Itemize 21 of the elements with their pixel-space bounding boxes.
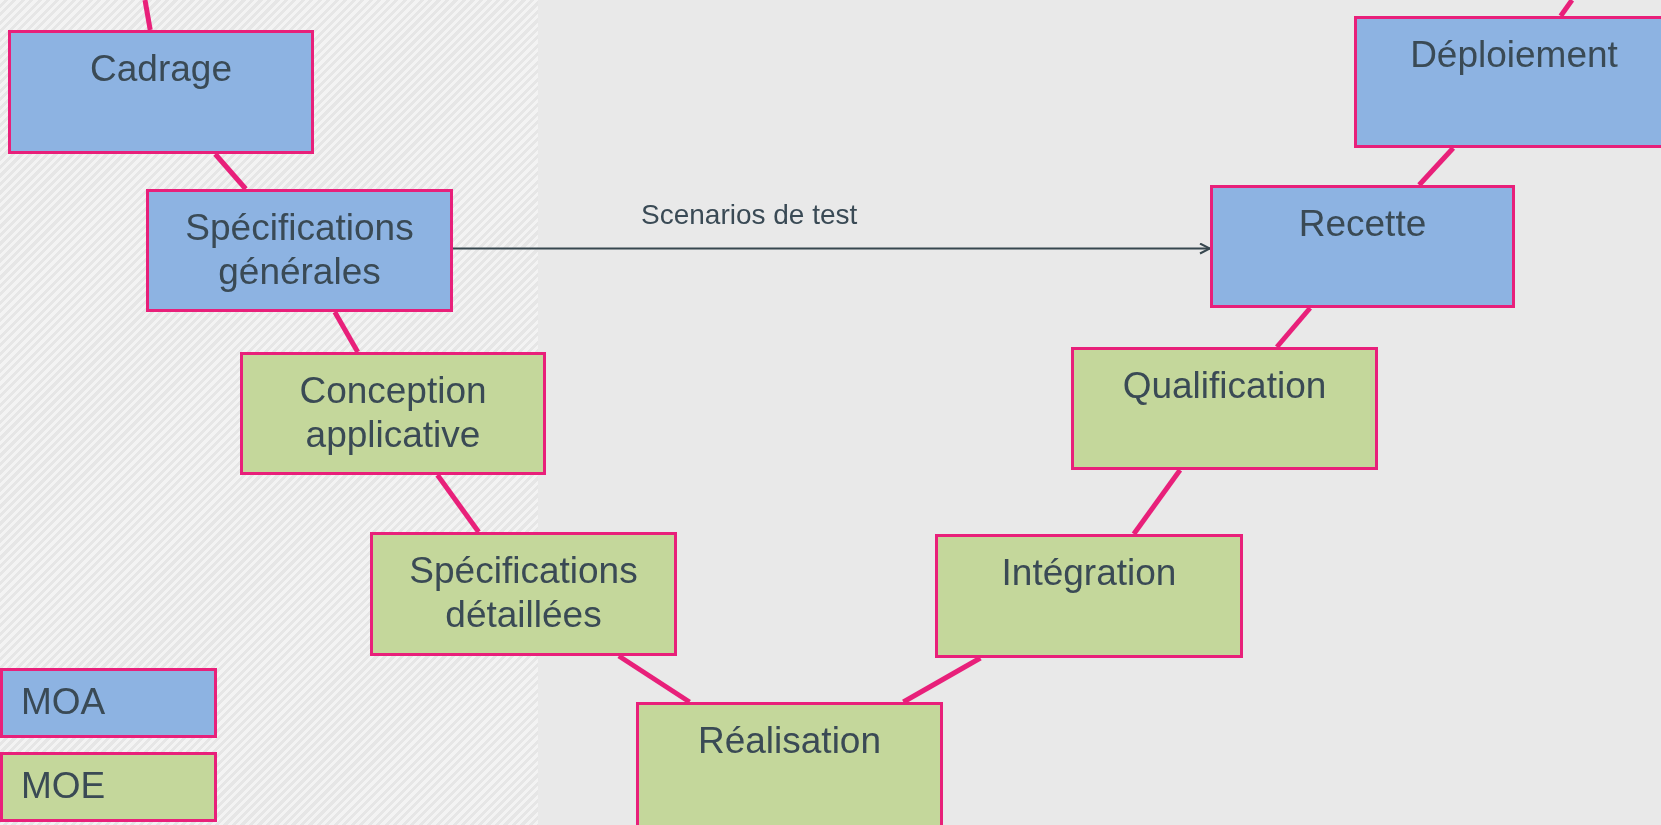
phase-label: Qualification bbox=[1122, 364, 1327, 408]
legend-label: MOE bbox=[21, 765, 106, 806]
phase-label: Spécifications générales bbox=[184, 206, 415, 294]
phase-box bbox=[1354, 16, 1661, 148]
phase-box bbox=[636, 702, 943, 825]
phase-box bbox=[370, 532, 677, 656]
phase-label: Recette bbox=[1298, 202, 1427, 246]
phase-box bbox=[240, 352, 546, 475]
phase-label: Cadrage bbox=[90, 47, 232, 91]
phase-label: Spécifications détaillées bbox=[408, 549, 639, 637]
phase-label: Réalisation bbox=[697, 719, 882, 763]
phase-box bbox=[1071, 347, 1378, 470]
phase-box bbox=[1210, 185, 1515, 308]
phase-box bbox=[8, 30, 314, 154]
phase-label: Déploiement bbox=[1410, 33, 1618, 77]
phase-label: Intégration bbox=[1001, 551, 1177, 595]
phase-box bbox=[146, 189, 453, 312]
phase-box bbox=[935, 534, 1243, 658]
legend-label: MOA bbox=[21, 681, 106, 722]
edge-label: Scenarios de test bbox=[641, 198, 858, 231]
phase-label: Conception applicative bbox=[298, 369, 488, 457]
